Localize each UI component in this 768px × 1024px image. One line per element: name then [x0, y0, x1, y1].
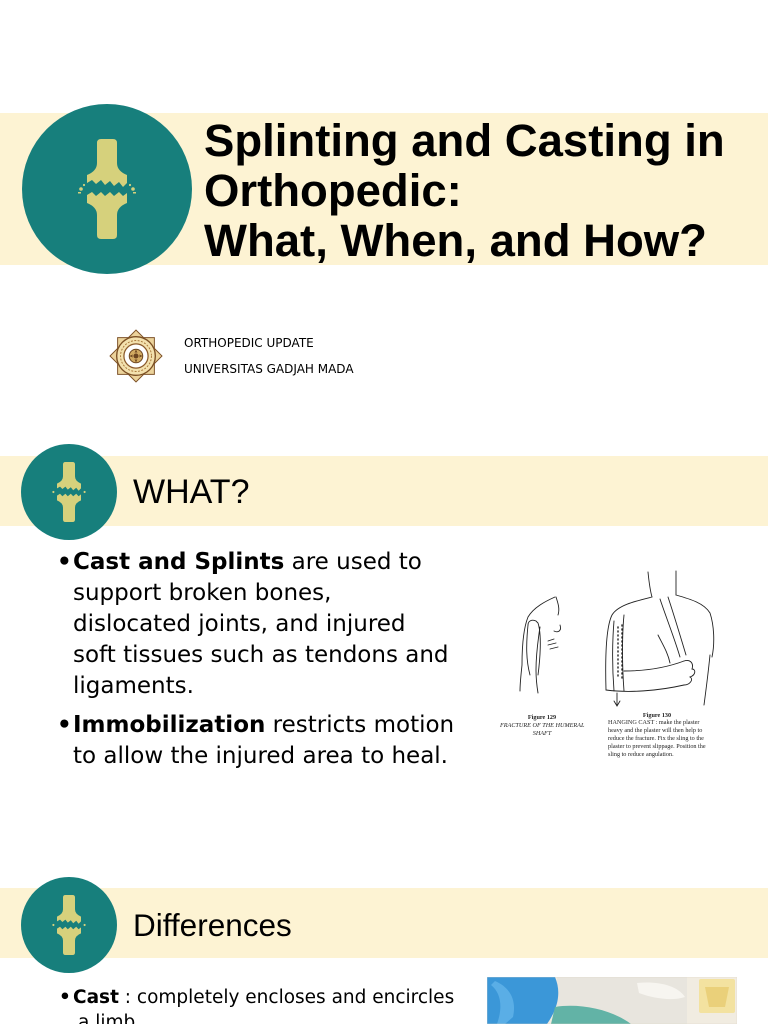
figure-caption-line: FRACTURE OF THE HUMERAL — [500, 722, 585, 729]
bullet-marker: • — [57, 548, 72, 575]
organizer-line: ORTHOPEDIC UPDATE — [184, 336, 314, 350]
figure-caption-line: sling to reduce angulation. — [608, 751, 674, 758]
figure-caption-line: reduce the fracture. Fix the sling to th… — [608, 735, 704, 742]
title-line: Splinting and Casting in — [204, 115, 725, 166]
what-banner — [0, 456, 768, 526]
figure-caption-line: HANGING CAST : make the plaster — [608, 719, 700, 726]
bullet-line: ligaments. — [73, 672, 194, 699]
bullet-marker: • — [59, 986, 71, 1008]
figure-caption-line: heavy and the plaster will then help to — [608, 727, 703, 734]
organizer-block: ORTHOPEDIC UPDATE UNIVERSITAS GADJAH MAD… — [184, 330, 354, 382]
slide-photo — [487, 977, 737, 1024]
bullet-line: Cast and Splints are used to — [73, 547, 449, 578]
bullet-line: soft tissues such as tendons and — [73, 641, 449, 668]
slide-heading: WHAT? — [133, 472, 250, 511]
title-line: What, When, and How? — [204, 215, 707, 266]
bullet-text: Cast : completely encloses and encircles… — [73, 985, 454, 1024]
cast-illustration-figure: Figure 129 FRACTURE OF THE HUMERAL SHAFT… — [498, 565, 728, 763]
line-drawing — [519, 570, 715, 707]
bone-joint-icon — [52, 462, 86, 522]
bullet-line: a limb — [78, 1011, 136, 1024]
slide-heading: Differences — [133, 907, 292, 943]
bullet-marker: • — [57, 711, 72, 738]
bullet-bold-term: Cast — [73, 986, 119, 1008]
bone-joint-icon — [78, 139, 136, 239]
bullet-line: to allow the injured area to heal. — [73, 742, 448, 769]
bullet-text: Cast and Splints are used to support bro… — [73, 547, 449, 702]
title-icon-circle — [22, 104, 192, 274]
bullet-line-text: restricts motion — [265, 711, 455, 738]
photo-image — [487, 977, 737, 1024]
figure-label: Figure 130 — [642, 712, 672, 719]
bullet-line-text: : completely encloses and encircles — [118, 986, 455, 1008]
figure-caption-line: plaster to prevent slippage. Position th… — [608, 743, 706, 750]
bullet-item: • Immobilization restricts motion to all… — [57, 710, 454, 772]
presentation-title: Splinting and Casting in Orthopedic: Wha… — [204, 116, 725, 266]
bullet-text: Immobilization restricts motion to allow… — [73, 710, 454, 772]
bone-joint-icon — [52, 895, 86, 955]
bullet-line: Immobilization restricts motion — [73, 710, 454, 741]
bullet-item: • Cast : completely encloses and encircl… — [59, 985, 454, 1024]
bullet-line: Cast : completely encloses and encircles — [73, 985, 454, 1010]
differences-banner — [0, 888, 768, 958]
bullet-line: support broken bones, — [73, 579, 332, 606]
bullet-line: dislocated joints, and injured — [73, 610, 406, 637]
title-line: Orthopedic: — [204, 165, 462, 216]
organizer-line: UNIVERSITAS GADJAH MADA — [184, 362, 354, 376]
bullet-item: • Cast and Splints are used to support b… — [57, 547, 449, 702]
what-icon-circle — [21, 444, 117, 540]
bullet-bold-term: Immobilization — [73, 711, 266, 738]
bullet-line-text: are used to — [284, 548, 422, 575]
figure-caption-line: SHAFT — [532, 730, 552, 737]
university-seal-logo — [109, 329, 163, 383]
figure-label: Figure 129 — [527, 714, 557, 721]
bullet-bold-term: Cast and Splints — [73, 548, 285, 575]
differences-icon-circle — [21, 877, 117, 973]
